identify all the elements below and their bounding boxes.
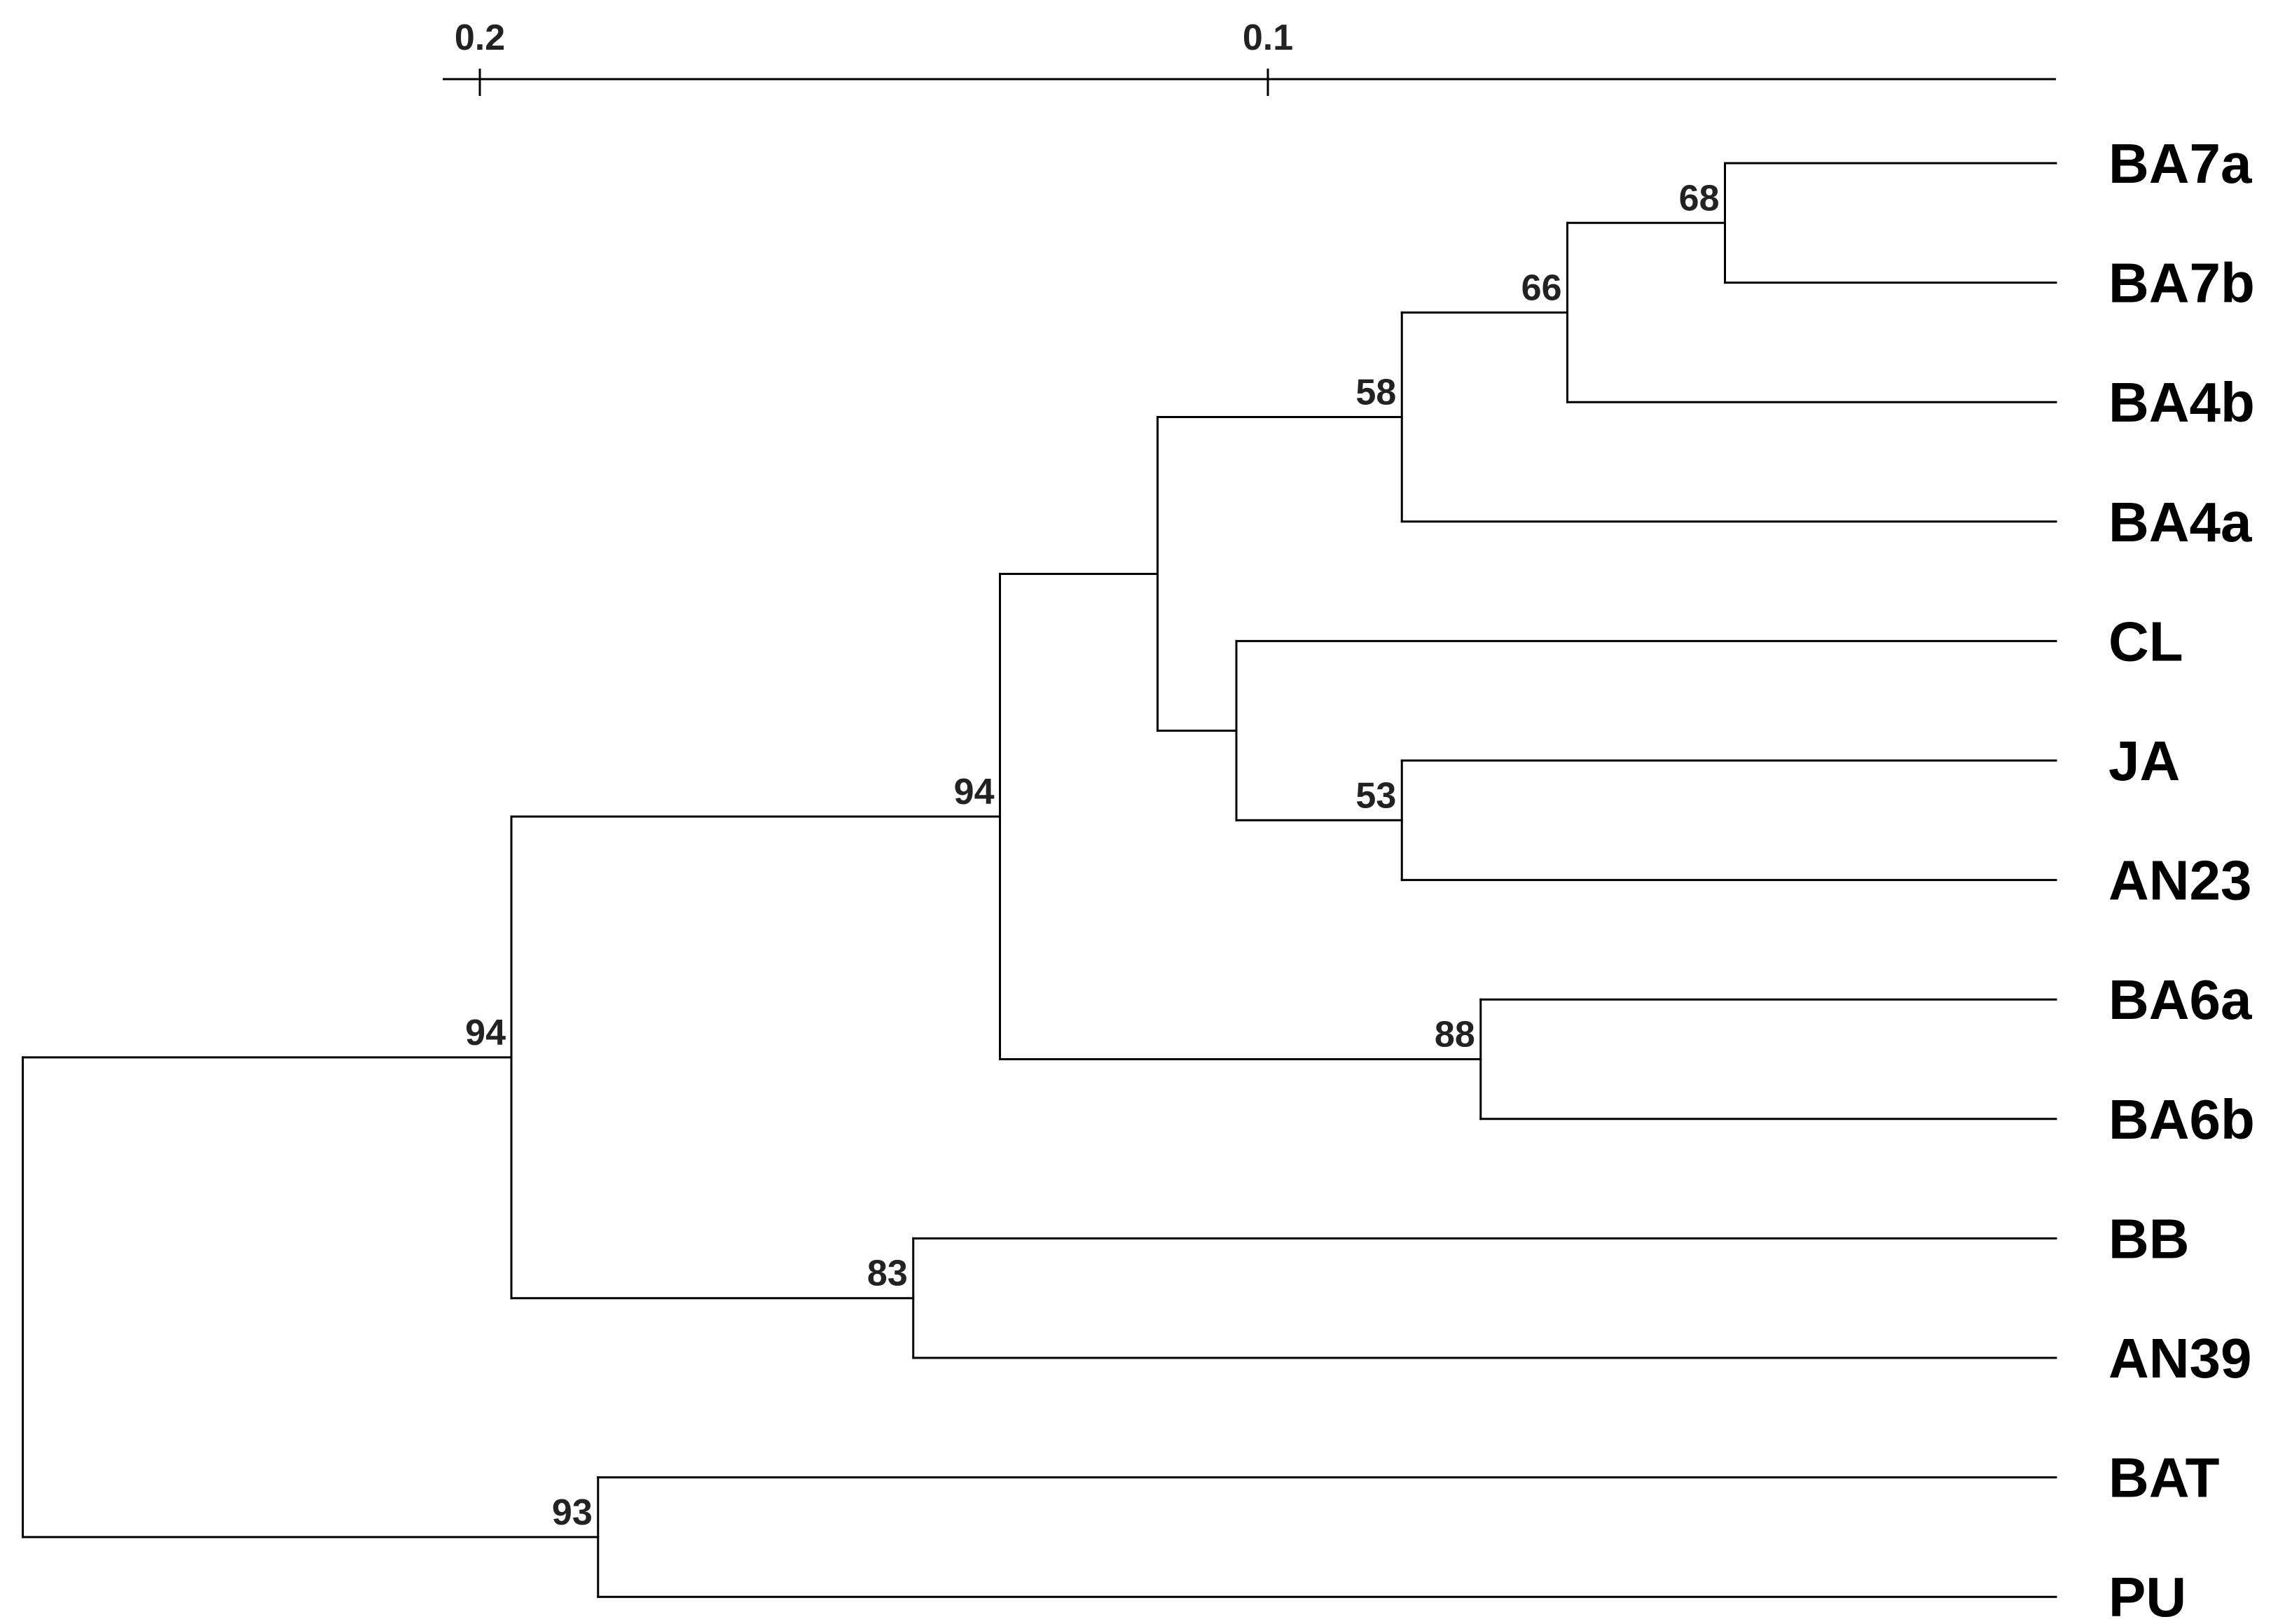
scale-tick-label: 0.1 — [1243, 18, 1293, 58]
support-value-n66: 66 — [1521, 268, 1562, 308]
support-value-n83: 83 — [867, 1254, 908, 1294]
leaf-label: BA6b — [2108, 1088, 2255, 1151]
support-value-n94b: 94 — [465, 1013, 506, 1053]
support-value-n68a: 68 — [1679, 178, 1720, 218]
support-value-n94a: 94 — [954, 772, 995, 812]
support-value-n93: 93 — [552, 1492, 593, 1533]
tree-branches — [22, 162, 2057, 1598]
leaf-label: BA4b — [2108, 371, 2255, 433]
leaf-label: CL — [2108, 610, 2183, 672]
scale-tick-label: 0.2 — [455, 18, 505, 58]
leaf-label: BA6a — [2108, 969, 2252, 1031]
leaf-label: PU — [2108, 1566, 2186, 1624]
leaf-label: BB — [2108, 1207, 2190, 1270]
leaf-label: AN23 — [2108, 849, 2252, 912]
leaf-label: BA7b — [2108, 252, 2255, 314]
distance-scale: 0.2 0.1 — [443, 18, 2056, 96]
leaf-label: AN39 — [2108, 1327, 2252, 1389]
leaf-label: BA4a — [2108, 491, 2252, 553]
support-value-n53: 53 — [1355, 775, 1396, 816]
support-values: 68 66 58 53 88 94 83 94 93 — [465, 178, 1719, 1533]
leaf-label: BAT — [2108, 1447, 2220, 1509]
leaf-label: BA7a — [2108, 132, 2252, 195]
support-value-n88: 88 — [1435, 1015, 1475, 1055]
support-value-n58: 58 — [1355, 373, 1396, 413]
leaf-label: JA — [2108, 730, 2180, 792]
